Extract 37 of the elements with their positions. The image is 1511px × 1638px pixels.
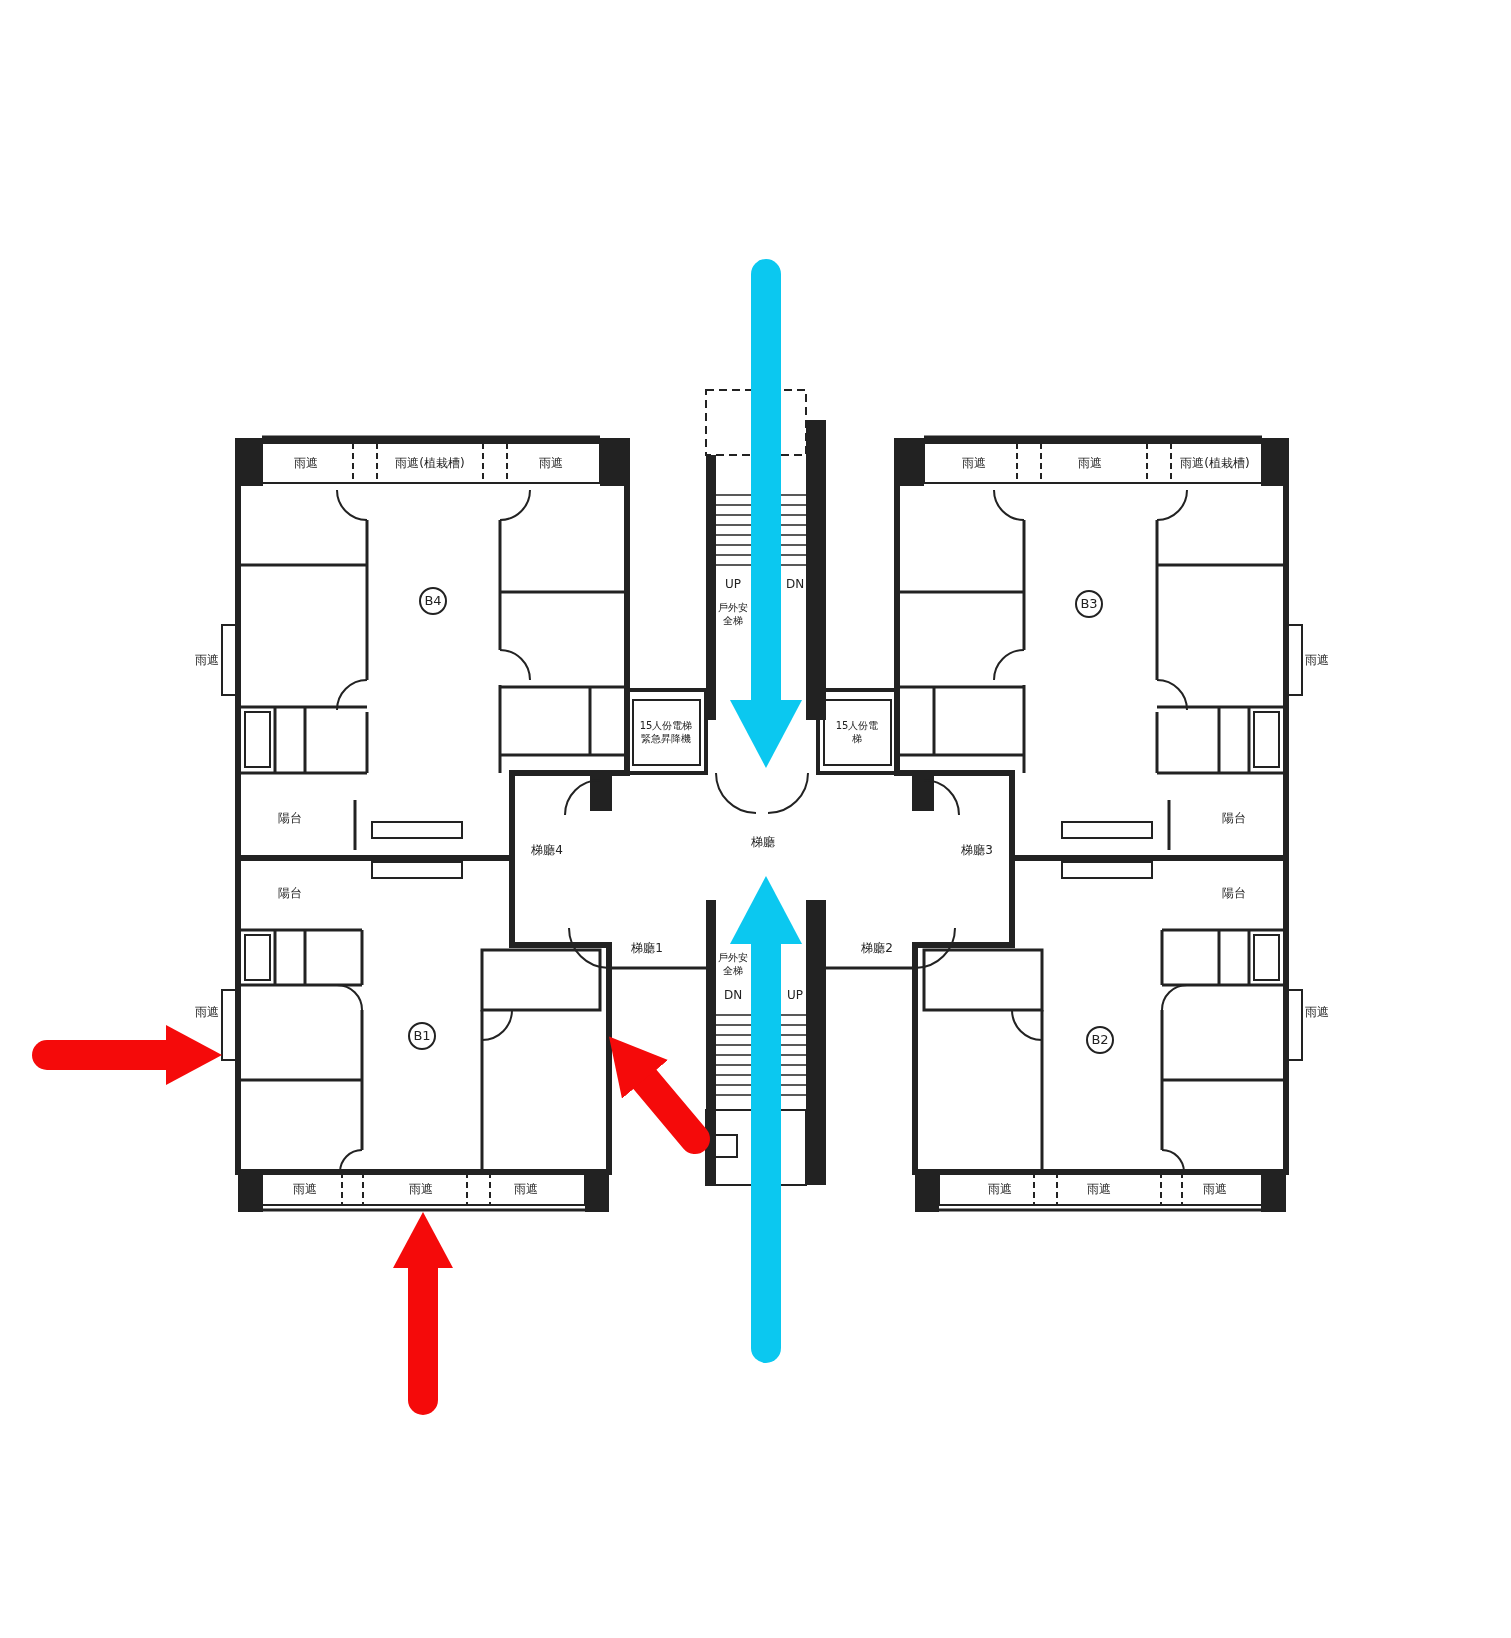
room-label: 梯廳4 bbox=[531, 843, 563, 857]
unit-number: B3 bbox=[1075, 590, 1103, 618]
area-label: 雨遮 bbox=[1203, 1182, 1227, 1196]
area-label: 雨遮(植栽槽) bbox=[1180, 456, 1250, 470]
area-label: 雨遮 bbox=[409, 1182, 433, 1196]
unit-number: B2 bbox=[1086, 1026, 1114, 1054]
stair-direction-label: DN bbox=[723, 988, 743, 1002]
room-label: 梯廳 bbox=[750, 834, 776, 850]
area-label: 雨遮 bbox=[195, 1005, 219, 1019]
stair-direction-label: UP bbox=[787, 988, 803, 1002]
room-label: 梯廳3 bbox=[961, 843, 993, 857]
area-label: 雨遮 bbox=[1305, 1005, 1329, 1019]
room-label: 陽台 bbox=[278, 811, 302, 825]
stair-direction-label: DN bbox=[785, 577, 805, 591]
area-label: 雨遮 bbox=[1087, 1182, 1111, 1196]
stair-label: 戶外安全梯 bbox=[717, 601, 749, 627]
room-label: 梯廳2 bbox=[861, 941, 893, 955]
room-label: 陽台 bbox=[278, 886, 302, 900]
room-label: 陽台 bbox=[1222, 886, 1246, 900]
room-label: 梯廳1 bbox=[631, 941, 663, 955]
elevator-label: 15人份電梯 bbox=[835, 719, 879, 745]
unit-number: B4 bbox=[419, 587, 447, 615]
area-label: 雨遮 bbox=[1078, 456, 1102, 470]
area-label: 雨遮 bbox=[514, 1182, 538, 1196]
area-label: 雨遮 bbox=[962, 456, 986, 470]
stair-label: 戶外安全梯 bbox=[717, 951, 749, 977]
area-label: 雨遮 bbox=[195, 653, 219, 667]
area-label: 雨遮 bbox=[1305, 653, 1329, 667]
area-label: 雨遮 bbox=[293, 1182, 317, 1196]
area-label: 雨遮(植栽槽) bbox=[395, 456, 465, 470]
stair-direction-label: UP bbox=[725, 577, 741, 591]
area-label: 雨遮 bbox=[539, 456, 563, 470]
unit-number: B1 bbox=[408, 1022, 436, 1050]
area-label: 雨遮 bbox=[294, 456, 318, 470]
room-label: 陽台 bbox=[1222, 811, 1246, 825]
area-label: 雨遮 bbox=[988, 1182, 1012, 1196]
elevator-label: 15人份電梯緊急昇降機 bbox=[638, 719, 694, 745]
